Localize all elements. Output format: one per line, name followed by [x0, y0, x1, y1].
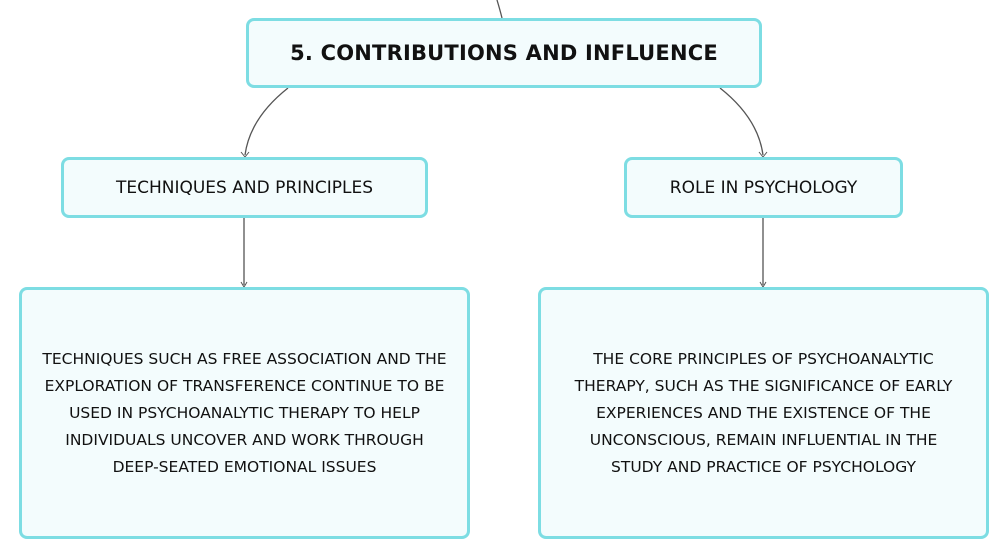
- role-node[interactable]: ROLE IN PSYCHOLOGY: [624, 157, 903, 218]
- techniques-detail-line: USED IN PSYCHOANALYTIC THERAPY TO HELP: [69, 403, 420, 422]
- role-node-label: ROLE IN PSYCHOLOGY: [669, 177, 858, 198]
- role-detail-line: STUDY AND PRACTICE OF PSYCHOLOGY: [611, 457, 916, 476]
- techniques-node-label: TECHNIQUES AND PRINCIPLES: [115, 177, 374, 198]
- techniques-detail-line: TECHNIQUES SUCH AS FREE ASSOCIATION AND …: [42, 349, 447, 368]
- connector-root-to-role: [719, 87, 764, 156]
- connector-root-to-techniques: [244, 87, 289, 156]
- role-detail-text: THE CORE PRINCIPLES OF PSYCHOANALYTIC TH…: [575, 346, 953, 481]
- techniques-node[interactable]: TECHNIQUES AND PRINCIPLES: [61, 157, 428, 218]
- techniques-detail-node[interactable]: TECHNIQUES SUCH AS FREE ASSOCIATION AND …: [19, 287, 470, 539]
- root-node[interactable]: 5. CONTRIBUTIONS AND INFLUENCE: [246, 18, 762, 88]
- techniques-detail-line: DEEP-SEATED EMOTIONAL ISSUES: [112, 457, 377, 476]
- techniques-detail-line: EXPLORATION OF TRANSFERENCE CONTINUE TO …: [44, 376, 445, 395]
- connector-parent-to-root: [496, 0, 503, 19]
- techniques-detail-line: INDIVIDUALS UNCOVER AND WORK THROUGH: [65, 430, 424, 449]
- role-detail-line: EXPERIENCES AND THE EXISTENCE OF THE: [596, 403, 931, 422]
- root-node-title: 5. CONTRIBUTIONS AND INFLUENCE: [290, 41, 718, 65]
- role-detail-line: UNCONSCIOUS, REMAIN INFLUENTIAL IN THE: [589, 430, 938, 449]
- role-detail-line: THE CORE PRINCIPLES OF PSYCHOANALYTIC: [593, 349, 934, 368]
- role-detail-node[interactable]: THE CORE PRINCIPLES OF PSYCHOANALYTIC TH…: [538, 287, 989, 539]
- role-detail-line: THERAPY, SUCH AS THE SIGNIFICANCE OF EAR…: [574, 376, 953, 395]
- techniques-detail-text: TECHNIQUES SUCH AS FREE ASSOCIATION AND …: [42, 346, 446, 481]
